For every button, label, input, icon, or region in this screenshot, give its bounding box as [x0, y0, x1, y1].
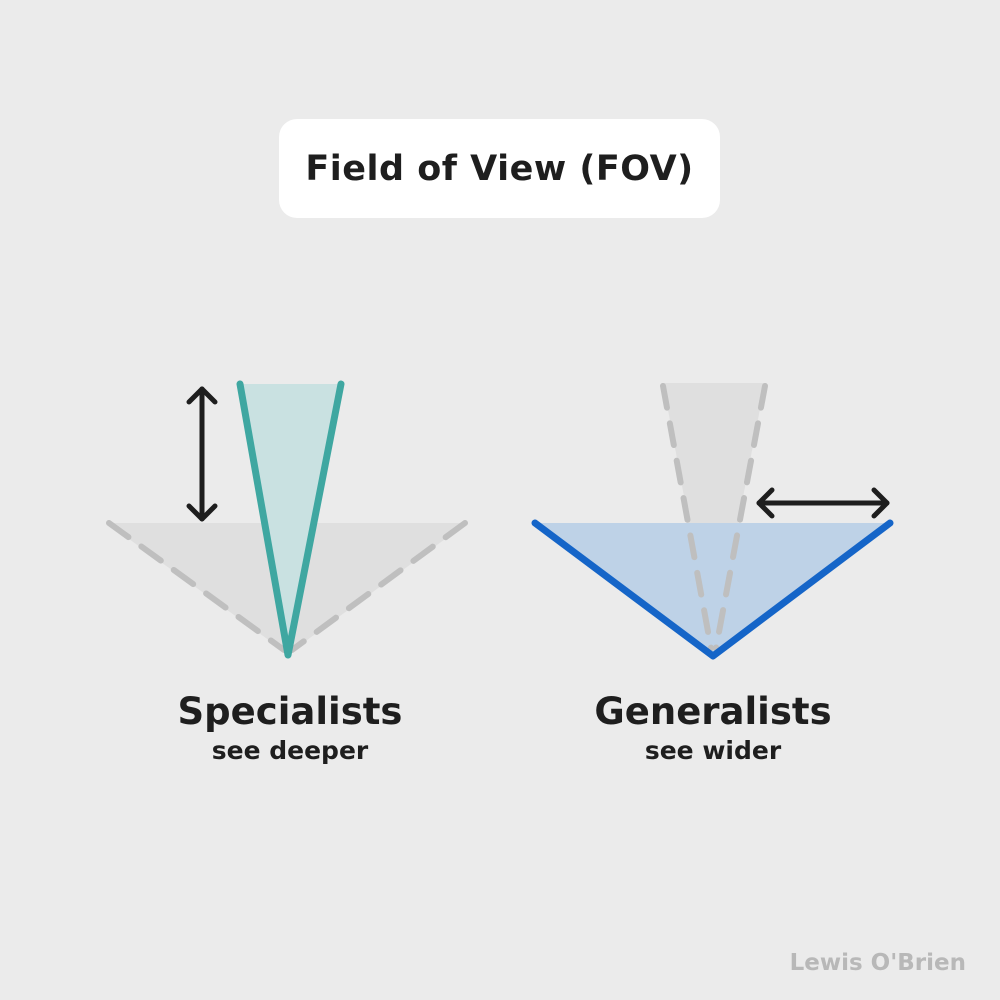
generalists-heading: Generalists — [594, 690, 832, 733]
generalists-caption: see wider — [644, 736, 782, 765]
vertical-double-arrow-icon — [186, 386, 218, 522]
specialist-ghost-right-edge — [289, 520, 468, 653]
generalist-wide-cone — [535, 523, 890, 656]
specialist-cone-outline — [236, 380, 345, 659]
page-title: Field of View (FOV) — [305, 148, 694, 189]
specialist-ghost-left-edge — [106, 520, 287, 653]
author-credit: Lewis O'Brien — [789, 950, 966, 976]
generalist-ghost-right-edge — [713, 383, 768, 651]
specialist-narrow-cone — [240, 384, 341, 655]
generalist-ghost-left-edge — [660, 383, 714, 651]
specialists-caption: see deeper — [211, 736, 369, 765]
title-card: Field of View (FOV) — [279, 119, 720, 218]
generalist-cone-outline — [531, 519, 894, 660]
horizontal-double-arrow-icon — [756, 487, 890, 519]
specialists-heading: Specialists — [177, 690, 403, 733]
generalist-ghost-narrow-cone — [663, 383, 765, 653]
generalists-label: Generalists see wider — [563, 690, 863, 768]
specialists-label: Specialists see deeper — [140, 690, 440, 768]
